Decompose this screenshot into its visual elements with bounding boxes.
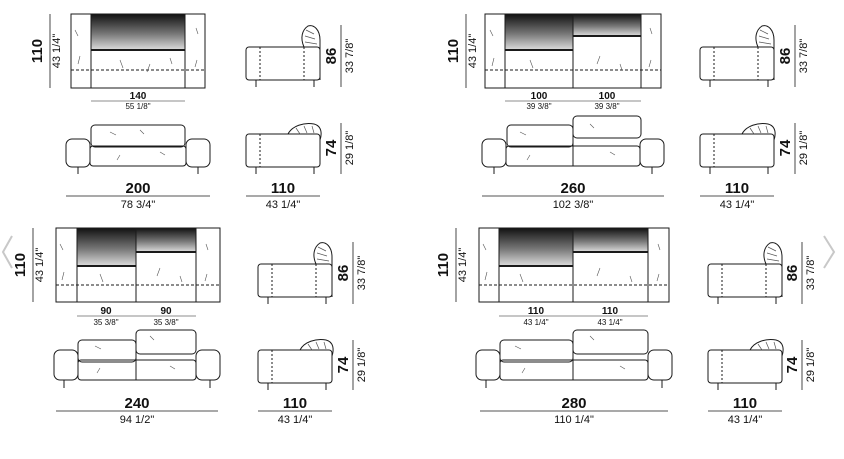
depth-cm-label: 110	[445, 39, 462, 63]
config-2: 110 43 1/4" 100 39 3/8" 100 39 3/8" 260 …	[445, 13, 810, 211]
front-view: 260 102 3/8"	[481, 115, 665, 211]
height-cm-label: 74	[335, 356, 352, 373]
config-3: 110 43 1/4" 90 35 3/8" 90 35 3/8" 240 94…	[12, 227, 368, 426]
previous-button[interactable]	[0, 232, 18, 272]
top-view: 110 43 1/4" 110 43 1/4" 110 43 1/4"	[435, 227, 670, 327]
depth-cm-label: 110	[725, 180, 749, 197]
width-cm-label: 280	[561, 395, 586, 412]
height-in-label: 33 7/8"	[356, 256, 368, 291]
height-in-label: 33 7/8"	[805, 256, 817, 291]
config-1: 110 43 1/4" 140 55 1/8" 200 78 3/4"	[29, 13, 356, 211]
seat-width-cm-label: 110	[602, 306, 619, 317]
config-4: 110 43 1/4" 110 43 1/4" 110 43 1/4" 280 …	[435, 227, 817, 426]
depth-in-label: 43 1/4"	[278, 414, 313, 426]
height-in-label: 29 1/8"	[344, 131, 356, 166]
depth-in-label: 43 1/4"	[720, 199, 755, 211]
side-view-high-back: 86 33 7/8"	[257, 242, 368, 304]
side-view-high-back: 86 33 7/8"	[707, 242, 817, 304]
seat-width-cm-label: 90	[160, 306, 172, 317]
height-cm-label: 86	[777, 48, 794, 65]
depth-in-label: 43 1/4"	[266, 199, 301, 211]
height-in-label: 33 7/8"	[344, 39, 356, 74]
seat-width-in-label: 39 3/8"	[594, 102, 619, 111]
chevron-left-icon	[1, 235, 13, 269]
seat-width-cm-label: 100	[599, 91, 616, 102]
seat-width-in-label: 35 3/8"	[93, 318, 118, 327]
depth-cm-label: 110	[271, 180, 295, 197]
seat-width-in-label: 43 1/4"	[523, 318, 548, 327]
side-view-high-back: 86 33 7/8"	[245, 25, 356, 87]
front-view: 280 110 1/4"	[475, 329, 673, 426]
width-in-label: 78 3/4"	[121, 199, 156, 211]
top-view: 110 43 1/4" 90 35 3/8" 90 35 3/8"	[12, 227, 221, 327]
side-view-high-back: 86 33 7/8"	[699, 25, 810, 87]
depth-in-label: 43 1/4"	[34, 248, 46, 283]
next-button[interactable]	[820, 232, 838, 272]
side-view-low-back: 74 29 1/8" 110 43 1/4"	[707, 339, 817, 426]
width-cm-label: 260	[560, 180, 585, 197]
seat-width-cm-label: 90	[100, 306, 112, 317]
depth-cm-label: 110	[733, 395, 757, 412]
top-view: 110 43 1/4" 140 55 1/8"	[29, 13, 206, 111]
front-view: 200 78 3/4"	[65, 124, 211, 211]
depth-in-label: 43 1/4"	[728, 414, 763, 426]
seat-width-cm-label: 110	[528, 306, 545, 317]
seat-width-cm-label: 100	[531, 91, 548, 102]
height-in-label: 29 1/8"	[798, 131, 810, 166]
depth-cm-label: 110	[283, 395, 307, 412]
top-view: 110 43 1/4" 100 39 3/8" 100 39 3/8"	[445, 13, 662, 111]
side-view-low-back: 74 29 1/8" 110 43 1/4"	[245, 123, 356, 211]
width-cm-label: 200	[125, 180, 150, 197]
height-cm-label: 74	[777, 139, 794, 156]
front-view: 240 94 1/2"	[53, 329, 221, 426]
height-in-label: 29 1/8"	[356, 348, 368, 383]
seat-width-cm-label: 140	[130, 91, 147, 102]
seat-width-in-label: 55 1/8"	[125, 102, 150, 111]
width-in-label: 94 1/2"	[120, 414, 155, 426]
seat-width-in-label: 39 3/8"	[526, 102, 551, 111]
depth-in-label: 43 1/4"	[467, 34, 479, 69]
width-in-label: 110 1/4"	[554, 414, 594, 426]
seat-width-in-label: 43 1/4"	[597, 318, 622, 327]
depth-cm-label: 110	[29, 39, 46, 63]
width-cm-label: 240	[124, 395, 149, 412]
height-cm-label: 86	[335, 265, 352, 282]
depth-in-label: 43 1/4"	[51, 34, 63, 69]
depth-cm-label: 110	[12, 253, 29, 277]
height-in-label: 29 1/8"	[805, 348, 817, 383]
chevron-right-icon	[823, 235, 836, 269]
seat-width-in-label: 35 3/8"	[153, 318, 178, 327]
side-view-low-back: 74 29 1/8" 110 43 1/4"	[257, 339, 368, 426]
width-in-label: 102 3/8"	[553, 199, 594, 211]
height-cm-label: 86	[323, 48, 340, 65]
depth-cm-label: 110	[435, 253, 452, 277]
height-in-label: 33 7/8"	[798, 39, 810, 74]
height-cm-label: 86	[784, 265, 801, 282]
height-cm-label: 74	[323, 139, 340, 156]
side-view-low-back: 74 29 1/8" 110 43 1/4"	[699, 123, 810, 211]
height-cm-label: 74	[784, 356, 801, 373]
depth-in-label: 43 1/4"	[457, 248, 469, 283]
